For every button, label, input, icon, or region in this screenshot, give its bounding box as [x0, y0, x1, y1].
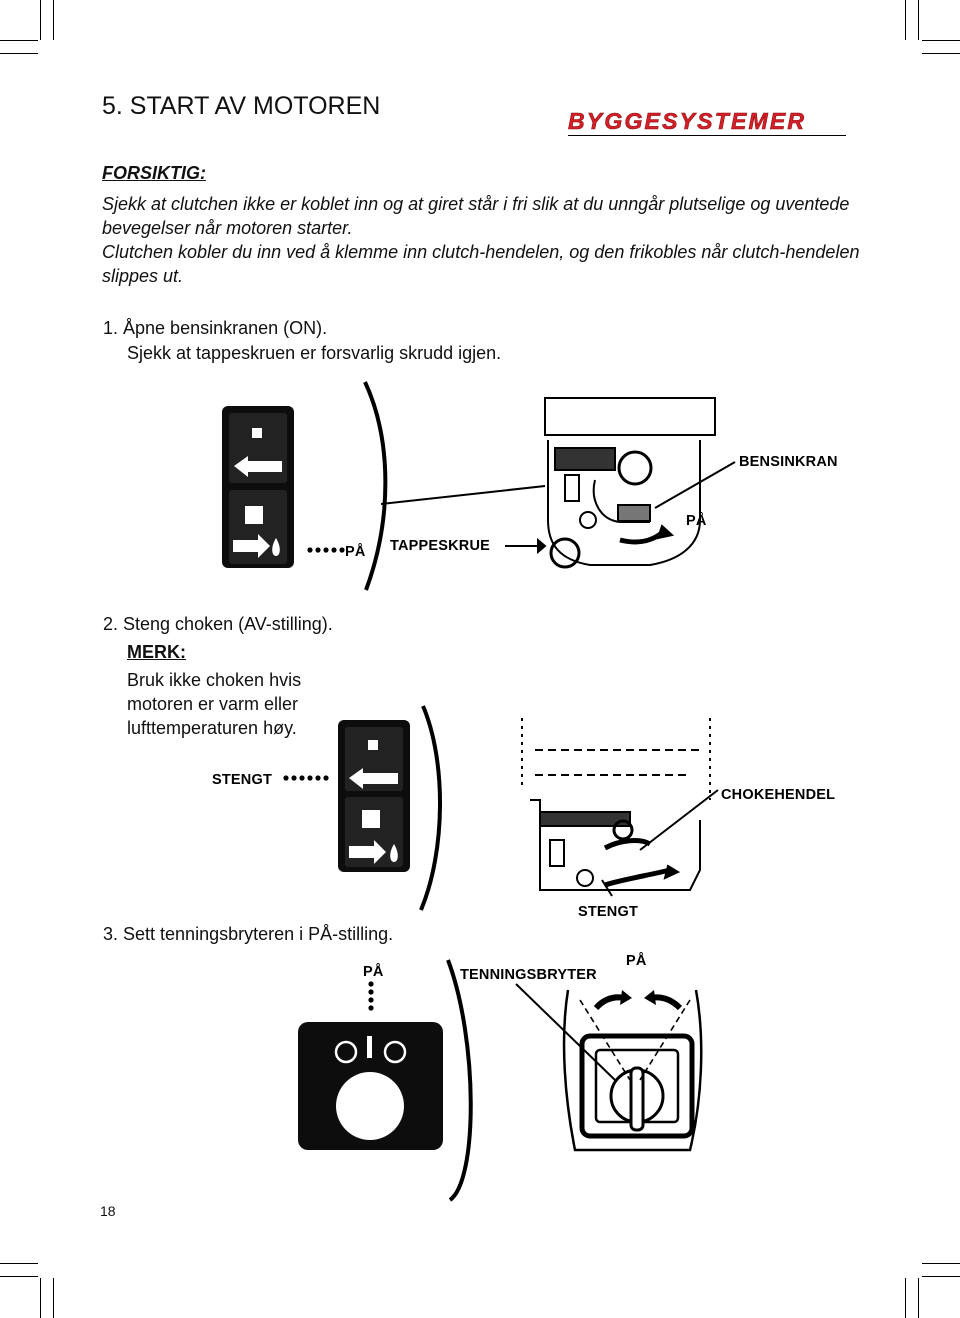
label-fuel-valve: BENSINKRAN	[739, 454, 838, 470]
crop-mark	[0, 1276, 38, 1277]
leader-lines-3	[515, 983, 616, 1081]
note-heading: MERK:	[127, 642, 186, 662]
choke-dots	[283, 775, 329, 781]
engine-illustration-1	[544, 397, 716, 569]
note-line-1: Bruk ikke choken hvis	[127, 670, 302, 690]
figure-1-divider	[363, 381, 388, 591]
fuel-valve-dots	[307, 547, 345, 553]
svg-text:BYGGESYSTEMER: BYGGESYSTEMER	[568, 108, 806, 134]
step-1-text: 1. Åpne bensinkranen (ON).	[103, 318, 328, 338]
fuel-valve-decal	[222, 406, 294, 568]
caution-paragraph-1: Sjekk at clutchen ikke er koblet inn og …	[102, 194, 850, 238]
page-title: 5. START AV MOTOREN	[102, 92, 381, 120]
brand-logo: BYGGESYSTEMER	[568, 108, 806, 134]
leader-lines-1	[380, 461, 736, 555]
crop-mark	[0, 40, 38, 41]
leader-lines-2	[601, 789, 719, 897]
label-choke-lever: CHOKEHENDEL	[721, 787, 835, 803]
ignition-dots	[368, 981, 374, 1011]
label-ignition-switch: TENNINGSBRYTER	[460, 967, 597, 983]
figure-3-divider	[446, 959, 473, 1202]
crop-mark	[40, 0, 41, 40]
crop-mark	[0, 1263, 38, 1264]
crop-mark	[40, 1278, 41, 1318]
crop-mark	[918, 1278, 919, 1318]
caution-text: Sjekk at clutchen ikke er koblet inn og …	[102, 192, 862, 288]
label-on-left-3: PÅ	[363, 963, 384, 980]
label-closed-bottom: STENGT	[578, 904, 638, 920]
ignition-decal	[298, 1022, 443, 1150]
crop-mark	[922, 1263, 960, 1264]
label-on-right-1: PÅ	[686, 512, 707, 529]
crop-mark	[922, 40, 960, 41]
label-on-right-3: PÅ	[626, 952, 647, 969]
caution-heading: FORSIKTIG:	[102, 163, 206, 183]
figure-2-divider	[419, 705, 442, 911]
crop-mark	[53, 0, 54, 40]
header-rule	[568, 135, 846, 136]
crop-mark	[0, 53, 38, 54]
ignition-switch-illustration	[562, 989, 703, 1152]
note-line-3: lufttemperaturen høy.	[127, 718, 297, 738]
label-drain-screw: TAPPESKRUE	[390, 538, 490, 554]
crop-mark	[918, 0, 919, 40]
crop-mark	[53, 1278, 54, 1318]
page-number: 18	[100, 1203, 116, 1219]
note-line-2: motoren er varm eller	[127, 694, 299, 714]
crop-mark	[922, 53, 960, 54]
step-3-text: 3. Sett tenningsbryteren i PÅ-stilling.	[103, 924, 394, 944]
crop-mark	[922, 1276, 960, 1277]
crop-mark	[905, 1278, 906, 1318]
choke-decal	[338, 720, 410, 872]
step-1-subtext: Sjekk at tappeskruen er forsvarlig skrud…	[127, 343, 502, 363]
crop-mark	[905, 0, 906, 40]
caution-paragraph-2: Clutchen kobler du inn ved å klemme inn …	[102, 242, 860, 286]
engine-illustration-2	[521, 718, 711, 891]
label-on-left-1: PÅ	[345, 543, 366, 560]
label-closed-left: STENGT	[212, 772, 272, 788]
step-2-text: 2. Steng choken (AV-stilling).	[103, 614, 333, 634]
